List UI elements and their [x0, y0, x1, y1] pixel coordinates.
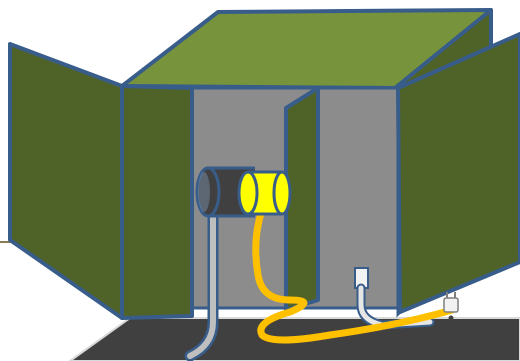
cabinet-front-left-post — [122, 86, 192, 318]
left-door — [10, 44, 122, 318]
power-plug-icon — [444, 292, 458, 321]
cylindrical-connector-icon — [197, 168, 290, 216]
